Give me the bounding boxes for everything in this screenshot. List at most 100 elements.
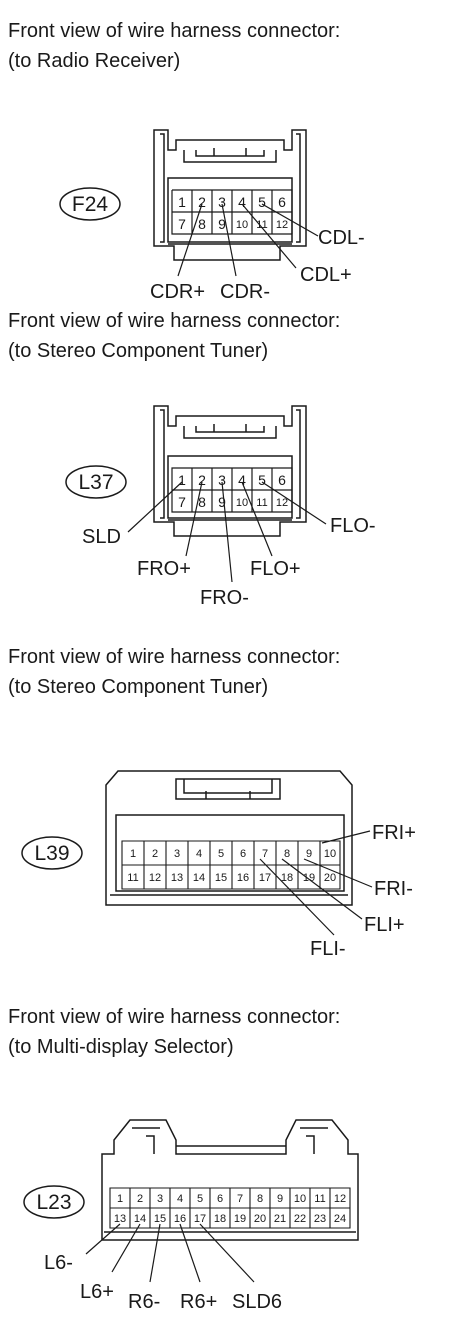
l37-pin-grid <box>171 467 293 513</box>
label-fli-minus: FLI- <box>310 938 346 960</box>
pin-2: 2 <box>152 848 158 860</box>
pin-4: 4 <box>177 1193 183 1205</box>
pin-23: 23 <box>314 1213 326 1225</box>
pin-18: 18 <box>281 872 293 884</box>
leader-lines <box>127 481 327 583</box>
pin-2: 2 <box>137 1193 143 1205</box>
connector-id: L23 <box>36 1191 71 1214</box>
pin-6: 6 <box>278 472 286 488</box>
pin-11: 11 <box>314 1193 325 1205</box>
section-f24-heading: Front view of wire harness connector: (t… <box>8 16 340 76</box>
pin-8: 8 <box>198 216 206 232</box>
connector-l39-diagram: 1 2 3 4 5 6 7 8 9 10 11 12 13 14 15 16 1… <box>21 770 416 960</box>
pin-9: 9 <box>277 1193 283 1205</box>
heading-line1: Front view of wire harness connector: <box>8 1006 341 1028</box>
leader-lines <box>85 1223 255 1283</box>
pin-4: 4 <box>238 472 246 488</box>
pin-10: 10 <box>236 219 248 231</box>
pin-14: 14 <box>193 872 205 884</box>
pin-6: 6 <box>217 1193 223 1205</box>
pin-22: 22 <box>294 1213 306 1225</box>
pin-7: 7 <box>178 216 186 232</box>
connector-id-oval <box>65 465 127 499</box>
pin-24: 24 <box>334 1213 346 1225</box>
f24-pin-grid <box>171 189 293 235</box>
pin-7: 7 <box>237 1193 243 1205</box>
pin-19: 19 <box>234 1213 246 1225</box>
pin-7: 7 <box>262 848 268 860</box>
pin-17: 17 <box>194 1213 206 1225</box>
pin-17: 17 <box>259 872 271 884</box>
pin-9: 9 <box>218 494 226 510</box>
heading-line2: (to Multi-display Selector) <box>8 1036 234 1058</box>
heading-line1: Front view of wire harness connector: <box>8 20 341 42</box>
heading-line1: Front view of wire harness connector: <box>8 646 341 668</box>
connector-id-oval <box>59 187 121 221</box>
connector-f24-outline <box>153 129 307 261</box>
connector-f24-diagram: 1 2 3 4 5 6 7 8 9 10 11 12 F24 CDL- CDL+… <box>59 129 365 303</box>
l23-pin-grid <box>109 1187 351 1229</box>
pin-1: 1 <box>178 194 186 210</box>
pin-14: 14 <box>134 1213 146 1225</box>
label-cdr-plus: CDR+ <box>150 281 205 303</box>
section-l39-heading: Front view of wire harness connector: (t… <box>8 642 340 702</box>
pin-12: 12 <box>276 219 288 231</box>
heading-line2: (to Radio Receiver) <box>8 50 181 72</box>
pin-2: 2 <box>198 472 206 488</box>
label-l6-plus: L6+ <box>80 1281 114 1303</box>
pin-12: 12 <box>149 872 161 884</box>
pin-1: 1 <box>130 848 136 860</box>
pin-21: 21 <box>274 1213 286 1225</box>
pin-5: 5 <box>197 1193 203 1205</box>
connector-l37-diagram: 1 2 3 4 5 6 7 8 9 10 11 12 L37 SLD FRO+ … <box>65 405 376 609</box>
label-l6-minus: L6- <box>44 1252 73 1274</box>
label-fli-plus: FLI+ <box>364 914 405 936</box>
pin-15: 15 <box>215 872 227 884</box>
pin-3: 3 <box>218 194 226 210</box>
pin-4: 4 <box>196 848 202 860</box>
connector-id: L39 <box>34 842 69 865</box>
connector-id-oval <box>23 1185 85 1219</box>
label-flo-minus: FLO- <box>330 515 376 537</box>
connector-l39-outline <box>105 770 353 906</box>
pin-11: 11 <box>256 497 267 509</box>
pin-5: 5 <box>258 472 266 488</box>
label-flo-plus: FLO+ <box>250 558 301 580</box>
pin-7: 7 <box>178 494 186 510</box>
pin-9: 9 <box>306 848 312 860</box>
leader-lines <box>177 203 319 277</box>
label-fri-minus: FRI- <box>374 878 413 900</box>
label-r6-plus: R6+ <box>180 1291 217 1313</box>
pin-16: 16 <box>174 1213 186 1225</box>
pin-13: 13 <box>171 872 183 884</box>
pin-20: 20 <box>324 872 336 884</box>
pin-16: 16 <box>237 872 249 884</box>
pin-8: 8 <box>284 848 290 860</box>
label-sld6: SLD6 <box>232 1291 282 1313</box>
pin-11: 11 <box>127 872 138 884</box>
pin-11: 11 <box>256 219 267 231</box>
section-l23-heading: Front view of wire harness connector: (t… <box>8 1002 340 1062</box>
pin-4: 4 <box>238 194 246 210</box>
pin-10: 10 <box>294 1193 306 1205</box>
label-r6-minus: R6- <box>128 1291 160 1313</box>
label-sld: SLD <box>82 526 121 548</box>
connector-id: L37 <box>78 471 113 494</box>
heading-line1: Front view of wire harness connector: <box>8 310 341 332</box>
pin-1: 1 <box>178 472 186 488</box>
connector-l37-outline <box>153 405 307 537</box>
pin-3: 3 <box>157 1193 163 1205</box>
pin-8: 8 <box>198 494 206 510</box>
pin-5: 5 <box>218 848 224 860</box>
pin-2: 2 <box>198 194 206 210</box>
label-fro-minus: FRO- <box>200 587 249 609</box>
pin-6: 6 <box>240 848 246 860</box>
pin-1: 1 <box>117 1193 123 1205</box>
heading-line2: (to Stereo Component Tuner) <box>8 340 269 362</box>
label-fro-plus: FRO+ <box>137 558 191 580</box>
connector-id: F24 <box>72 193 109 216</box>
pin-5: 5 <box>258 194 266 210</box>
pin-3: 3 <box>218 472 226 488</box>
label-cdl-minus: CDL- <box>318 227 365 249</box>
label-cdr-minus: CDR- <box>220 281 270 303</box>
